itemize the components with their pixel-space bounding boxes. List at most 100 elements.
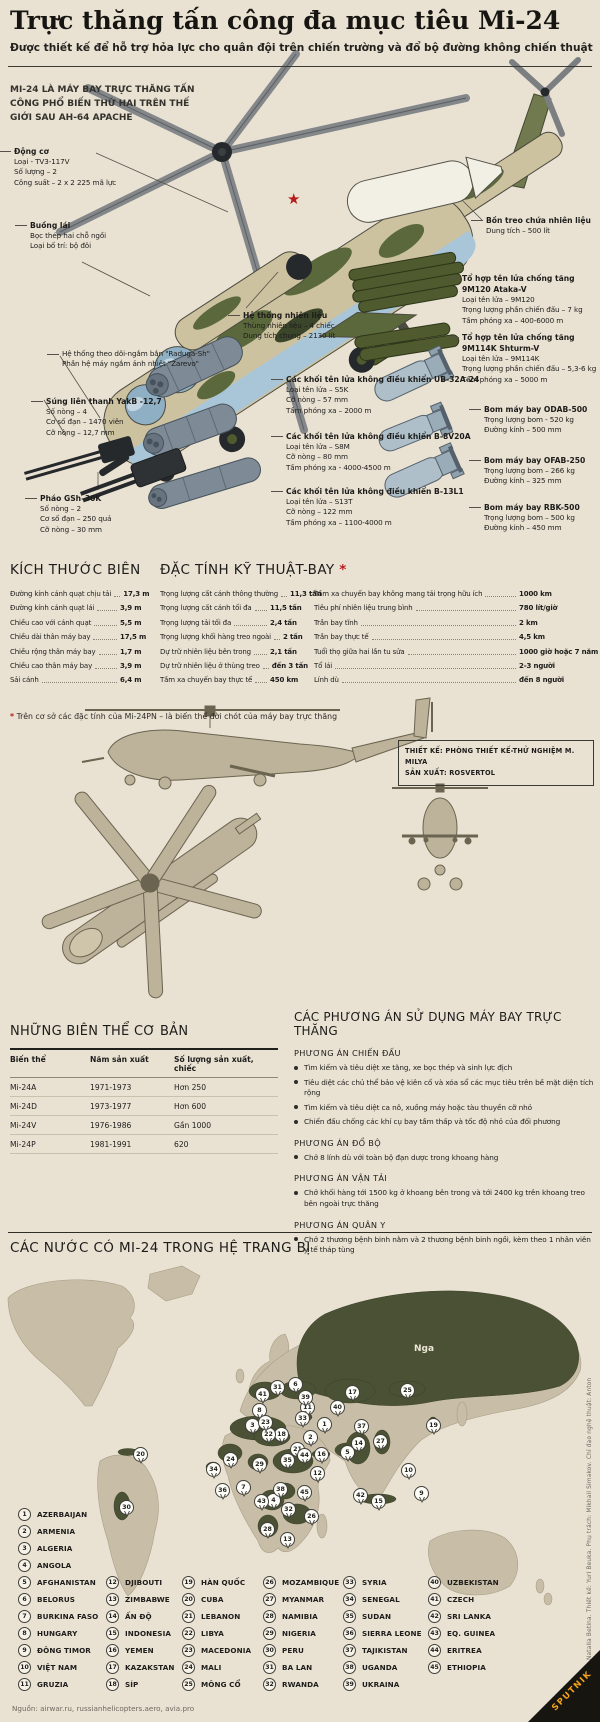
map-pin-number: 35 (283, 1457, 292, 1464)
callout-body: Hệ thống theo dõi-ngắm bắn "Raduga-Sh" P… (62, 349, 210, 369)
country-number: 43 (428, 1627, 441, 1640)
country-number: 22 (182, 1627, 195, 1640)
spec-row: Chiều dài thân máy bay 17,5 m (10, 633, 152, 641)
country-name: ETHIOPIA (447, 1663, 486, 1672)
map-pin: 24 (223, 1452, 238, 1467)
map-pin-number: 5 (345, 1449, 350, 1456)
flight-specs-heading: ĐẶC TÍNH KỸ THUẬT-BAY * (160, 562, 347, 578)
spec-label: Tầm xa chuyến bay thực tế (160, 676, 253, 685)
country-item: 45 ETHIOPIA (428, 1659, 499, 1676)
table-row: Mi-24D 1973-1977 Hơn 600 (10, 1097, 278, 1116)
spec-row: Tuổi thọ giữa hai lần tu sửa 1000 giờ ho… (314, 648, 598, 656)
usage-bullet: Tìm kiếm và tiêu diệt ca nô, xuồng máy h… (294, 1103, 597, 1114)
spec-row: Trần bay thực tế 4,5 km (314, 633, 595, 641)
country-item: 27 MYANMAR (263, 1591, 339, 1608)
spec-row: Chiều cao với cánh quạt 5,5 m (10, 619, 152, 627)
usage-bullet: Chở 2 thương bệnh binh nằm và 2 thương b… (294, 1235, 597, 1256)
country-item: 44 ERITREA (428, 1642, 499, 1659)
country-item: 26 MOZAMBIQUE (263, 1574, 339, 1591)
map-pin: 44 (297, 1448, 312, 1463)
map-pin: 17 (345, 1385, 360, 1400)
credits-vertical: Biên tập: Natalia Betina. Thiết kế: Yuri… (587, 1377, 599, 1690)
map-pin-number: 21 (293, 1446, 302, 1453)
spec-value: đến 3 tấn (271, 661, 308, 670)
country-name: RWANDA (282, 1680, 319, 1689)
variants-table-body: Mi-24A 1971-1973 Hơn 250 Mi-24D 1973-197… (10, 1078, 278, 1154)
country-item: 37 TAJIKISTAN (343, 1642, 422, 1659)
country-item: 28 NAMIBIA (263, 1608, 339, 1625)
country-item: 32 RWANDA (263, 1676, 339, 1693)
usage-subsection-heading: PHƯƠNG ÁN VẬN TẢI (294, 1173, 388, 1184)
country-number: 31 (263, 1661, 276, 1674)
country-item: 13 ZIMBABWE (106, 1591, 174, 1608)
country-name: MACEDONIA (201, 1646, 252, 1655)
dotted-leader (262, 667, 269, 669)
variants-table-header: Biến thể Năm sản xuất Số lượng sản xuất,… (10, 1048, 278, 1078)
sputnik-logo: SPUTNIK (528, 1650, 600, 1722)
countries-heading: CÁC NƯỚC CÓ MI-24 TRONG HỆ TRANG BỊ (10, 1240, 311, 1256)
spec-label: Trọng lượng khối hàng treo ngoài (160, 633, 271, 642)
callout-body: Loại - TV3-117V Số lượng – 2 Công suất –… (14, 157, 117, 187)
country-number: 2 (18, 1525, 31, 1538)
variant-count: Hơn 600 (174, 1101, 207, 1111)
spec-label: Tổ lái (314, 661, 333, 670)
country-name: NIGERIA (282, 1629, 316, 1638)
map-pin-number: 40 (333, 1404, 342, 1411)
table-row: Mi-24A 1971-1973 Hơn 250 (10, 1078, 278, 1097)
country-item: 7 BURKINA FASO (18, 1608, 98, 1625)
country-number: 39 (343, 1678, 356, 1691)
dotted-leader (97, 610, 117, 612)
map-pin: 36 (215, 1483, 230, 1498)
spec-value: 2-3 người (519, 661, 555, 670)
map-pin-number: 6 (293, 1381, 298, 1388)
spec-label: Trần bay tĩnh (314, 618, 358, 627)
country-number: 7 (18, 1610, 31, 1623)
footnote: * Trên cơ sở các đặc tính của Mi-24PN – … (10, 712, 430, 721)
country-name: SENEGAL (362, 1595, 400, 1604)
production-line: SẢN XUẤT: ROSVERTOL (405, 769, 496, 778)
dotted-leader (415, 610, 516, 612)
country-number: 25 (182, 1678, 195, 1691)
ataka-missile-tubes (348, 251, 464, 313)
map-pin-number: 12 (313, 1470, 322, 1477)
country-item: 36 SIERRA LEONE (343, 1625, 422, 1642)
spec-value: 1,7 m (120, 647, 142, 656)
country-number: 38 (343, 1661, 356, 1674)
spec-label: Dự trữ nhiên liệu ở thùng treo (160, 661, 260, 670)
country-item: 9 ĐÔNG TIMOR (18, 1642, 98, 1659)
map-pin-number: 44 (300, 1452, 309, 1459)
country-name: UZBEKISTAN (447, 1578, 499, 1587)
country-column-1: 1 AZERBAIJAN 2 ARMENIA 3 ALGERIA 4 ANGOL… (18, 1506, 98, 1693)
dotted-leader (94, 624, 117, 626)
usage-subsection: PHƯƠNG ÁN VẬN TẢI Chở khối hàng tới 1500… (294, 1173, 597, 1209)
spec-label: Đường kính cánh quạt lái (10, 604, 95, 613)
dotted-leader (254, 610, 267, 612)
country-number: 8 (18, 1627, 31, 1640)
callout-title: Bom máy bay RBK-500 (484, 503, 580, 512)
map-pin: 13 (280, 1532, 295, 1547)
callout-body: Trọng lượng bom – 500 kg Đường kính – 45… (484, 513, 575, 533)
country-number: 16 (106, 1644, 119, 1657)
bullet-icon (294, 1105, 298, 1110)
spec-label: Dự trữ nhiên liệu bên trong (160, 647, 251, 656)
map-pin-number: 42 (356, 1492, 365, 1499)
country-number: 29 (263, 1627, 276, 1640)
country-item: 22 LIBYA (182, 1625, 251, 1642)
spec-row: Tổ lái 2-3 người (314, 662, 595, 670)
callout-title: Pháo GSh–30K (40, 494, 102, 503)
usage-bullet-list: Chở khối hàng tới 1500 kg ở khoang bên t… (294, 1188, 597, 1209)
country-name: HUNGARY (37, 1629, 78, 1638)
country-name: UGANDA (362, 1663, 398, 1672)
rocket-pod-b13l1 (148, 457, 261, 509)
country-number: 41 (428, 1593, 441, 1606)
spec-value: 3,9 m (120, 604, 142, 613)
country-item: 2 ARMENIA (18, 1523, 98, 1540)
callout: Các khối tên lửa không điều khiển B-8V20… (271, 431, 526, 473)
map-pin: 1 (317, 1417, 332, 1432)
flight-specs-table-b: Tầm xa chuyến bay không mang tải trọng h… (314, 590, 598, 691)
callout-body: Loại tên lửa – 9M114K Trọng lượng phần c… (462, 354, 597, 384)
country-name: PERU (282, 1646, 304, 1655)
map-pin: 35 (280, 1453, 295, 1468)
callout-body: Trọng lượng bom – 266 kg Đường kính – 32… (484, 466, 575, 486)
table-row: Mi-24V 1976-1986 Gần 1000 (10, 1116, 278, 1135)
